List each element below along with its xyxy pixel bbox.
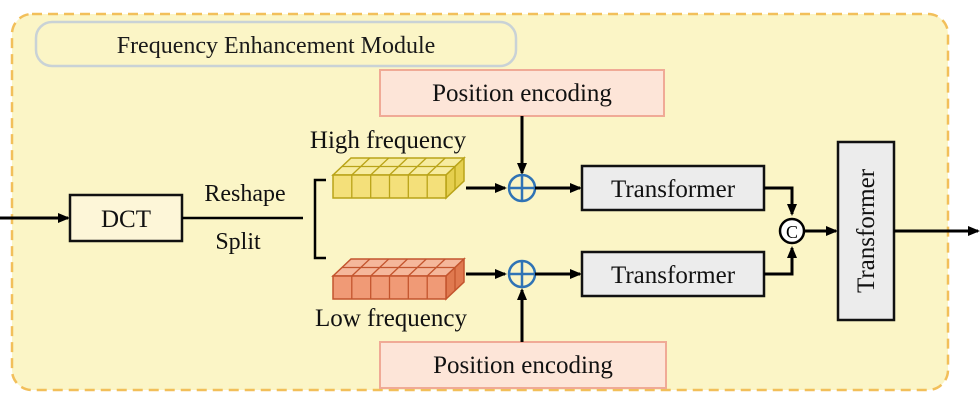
transformer-top [580,164,766,212]
high-frequency-label: High frequency [310,127,467,154]
transformer-bottom [580,250,766,298]
concat-node: C [778,217,806,245]
position-encoding-top-label: Position encoding [432,80,612,107]
concat-symbol: C [786,222,798,242]
position-encoding-bottom-label: Position encoding [433,352,613,379]
position-encoding-top [379,69,665,117]
low-frequency-tensor [331,257,466,301]
module-title-box [34,20,518,68]
split-label: Split [215,229,261,255]
split-bracket [313,178,326,260]
dct-label: DCT [101,206,151,233]
transformer-final-label: Transformer [853,168,880,293]
transformer-bottom-label: Transformer [611,262,736,289]
transformer-final [836,140,896,322]
module-title: Frequency Enhancement Module [117,33,436,59]
plus-node-bottom [507,259,537,289]
position-encoding-bottom [379,341,667,389]
high-frequency-tensor [331,156,466,200]
transformer-top-label: Transformer [611,176,736,203]
low-frequency-label: Low frequency [315,305,468,332]
transformer-bottom-to-concat-arrow [764,246,797,276]
transformer-top-to-concat-arrow [764,186,797,216]
plus-node-top [507,173,537,203]
reshape-label: Reshape [204,181,285,207]
